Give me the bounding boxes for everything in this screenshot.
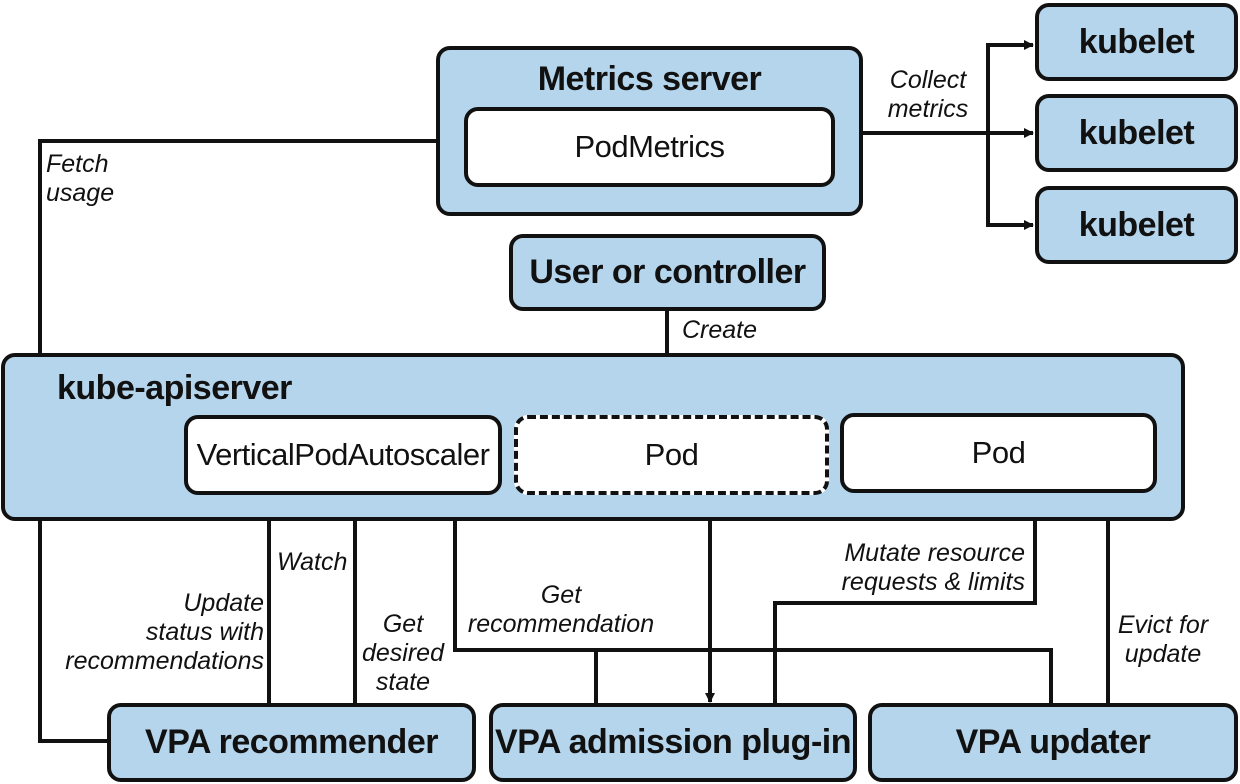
pod-metrics-box: PodMetrics [464, 107, 835, 187]
get-recommendation-arrow [450, 494, 598, 704]
mutate-resource-label: Mutate resource requests & limits [841, 539, 1025, 596]
vpa-recommender-box: VPA recommender [107, 703, 476, 782]
vpa-updater-box: VPA updater [868, 703, 1238, 782]
kube-apiserver-title: kube-apiserver [57, 369, 292, 407]
get-recommendation-updater-line [596, 648, 1053, 704]
collect-metrics-arrow-1 [834, 40, 1034, 135]
update-status-label: Update status with recommendations [65, 589, 264, 675]
pending-pod-box: Pod [514, 415, 829, 495]
fetch-usage-label: Fetch usage [46, 150, 115, 207]
get-recommendation-label: Get recommendation [467, 581, 655, 638]
vertical-pod-autoscaler-box: VerticalPodAutoscaler [184, 415, 502, 495]
get-desired-state-label: Get desired state [362, 610, 444, 696]
user-or-controller-box: User or controller [509, 234, 826, 311]
kubelet-box-3: kubelet [1035, 186, 1238, 264]
evict-for-update-label: Evict for update [1117, 611, 1209, 668]
mutate-resource-arrow [773, 494, 1040, 704]
collect-metrics-arrow-3 [986, 133, 1034, 230]
kubelet-box-2: kubelet [1035, 94, 1238, 172]
collect-metrics-label: Collect metrics [887, 66, 969, 123]
create-label: Create [682, 316, 758, 344]
vpa-admission-plugin-box: VPA admission plug-in [489, 703, 857, 782]
metrics-server-title: Metrics server [537, 60, 762, 98]
watch-label: Watch [277, 548, 348, 576]
kubelet-box-1: kubelet [1035, 3, 1238, 81]
pod-box: Pod [840, 413, 1157, 493]
